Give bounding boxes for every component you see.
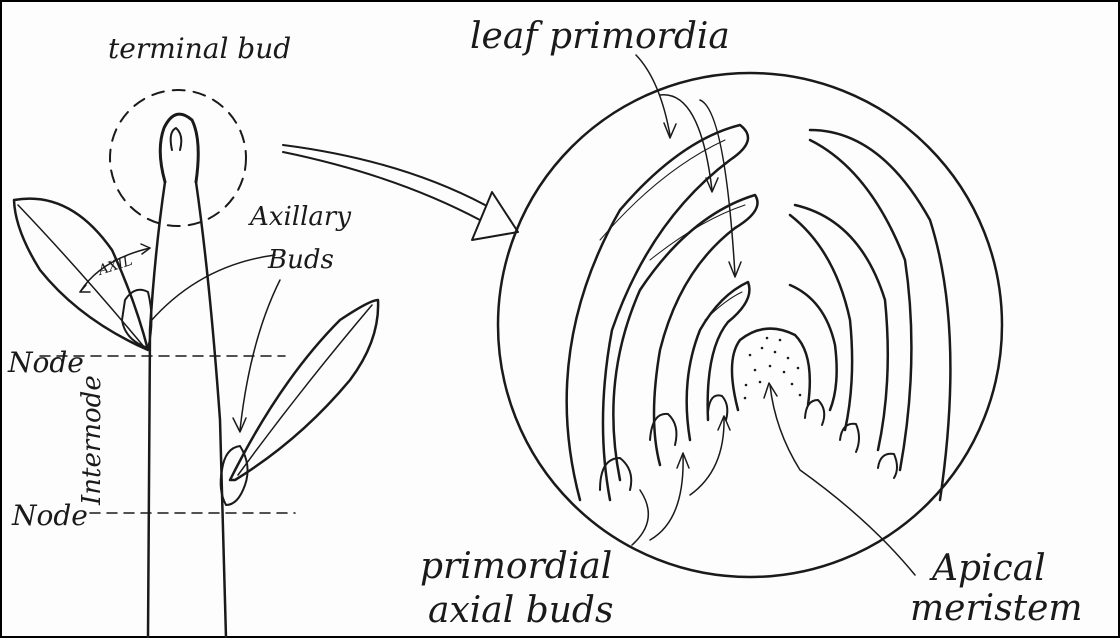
- right-leaf-midrib: [238, 305, 372, 475]
- left-leaf-midrib: [18, 205, 145, 348]
- label-apical-line2: meristem: [910, 588, 1083, 629]
- outer-primordium-right-inner: [810, 140, 911, 470]
- magnify-arrow-shaft-top: [283, 145, 485, 205]
- label-primordial-line2: axial buds: [428, 590, 613, 631]
- terminal-bud-circle: [110, 90, 246, 226]
- stem-right-edge: [196, 182, 226, 638]
- label-axillary-line1: Axillary: [248, 202, 351, 232]
- arrow-apical: [770, 385, 915, 575]
- label-node-top: Node: [7, 346, 84, 379]
- label-apical-line1: Apical: [929, 548, 1046, 589]
- label-terminal-bud: terminal bud: [108, 32, 291, 65]
- axial-bud-6: [878, 454, 897, 478]
- magnified-section: [498, 55, 1002, 577]
- inner-primordium-left: [687, 282, 750, 440]
- label-leaf-primordia: leaf primordia: [470, 16, 730, 57]
- terminal-bud-shape: [160, 114, 198, 182]
- middle-primordium-left: [613, 195, 757, 480]
- label-internode: Internode: [77, 375, 107, 506]
- outer-primordium-left: [567, 125, 748, 500]
- arrow-axial-2: [650, 455, 683, 540]
- label-axillary-line2: Buds: [267, 245, 334, 275]
- middle-primordium-right: [795, 205, 888, 450]
- label-node-bottom: Node: [11, 499, 88, 532]
- arrow-to-left-bud: [150, 255, 275, 322]
- label-axil: AXIL: [94, 253, 134, 280]
- arrow-to-right-bud: [240, 280, 280, 430]
- arrowhead-right-bud: [233, 418, 246, 432]
- arrow-leaf-primordia-3: [700, 100, 735, 275]
- axial-bud-5: [840, 424, 859, 452]
- label-primordial-line1: primordial: [420, 546, 612, 587]
- arrow-axial-1: [632, 490, 648, 545]
- arrow-leaf-primordia-2: [660, 95, 712, 190]
- magnified-circle: [498, 73, 1002, 577]
- middle-primordium-right-inner: [790, 215, 852, 430]
- magnify-arrowhead: [472, 192, 518, 240]
- inner-primordium-right: [790, 285, 837, 410]
- terminal-bud-inner: [171, 128, 182, 150]
- stem-left-edge: [148, 182, 165, 638]
- right-leaf: [230, 300, 378, 480]
